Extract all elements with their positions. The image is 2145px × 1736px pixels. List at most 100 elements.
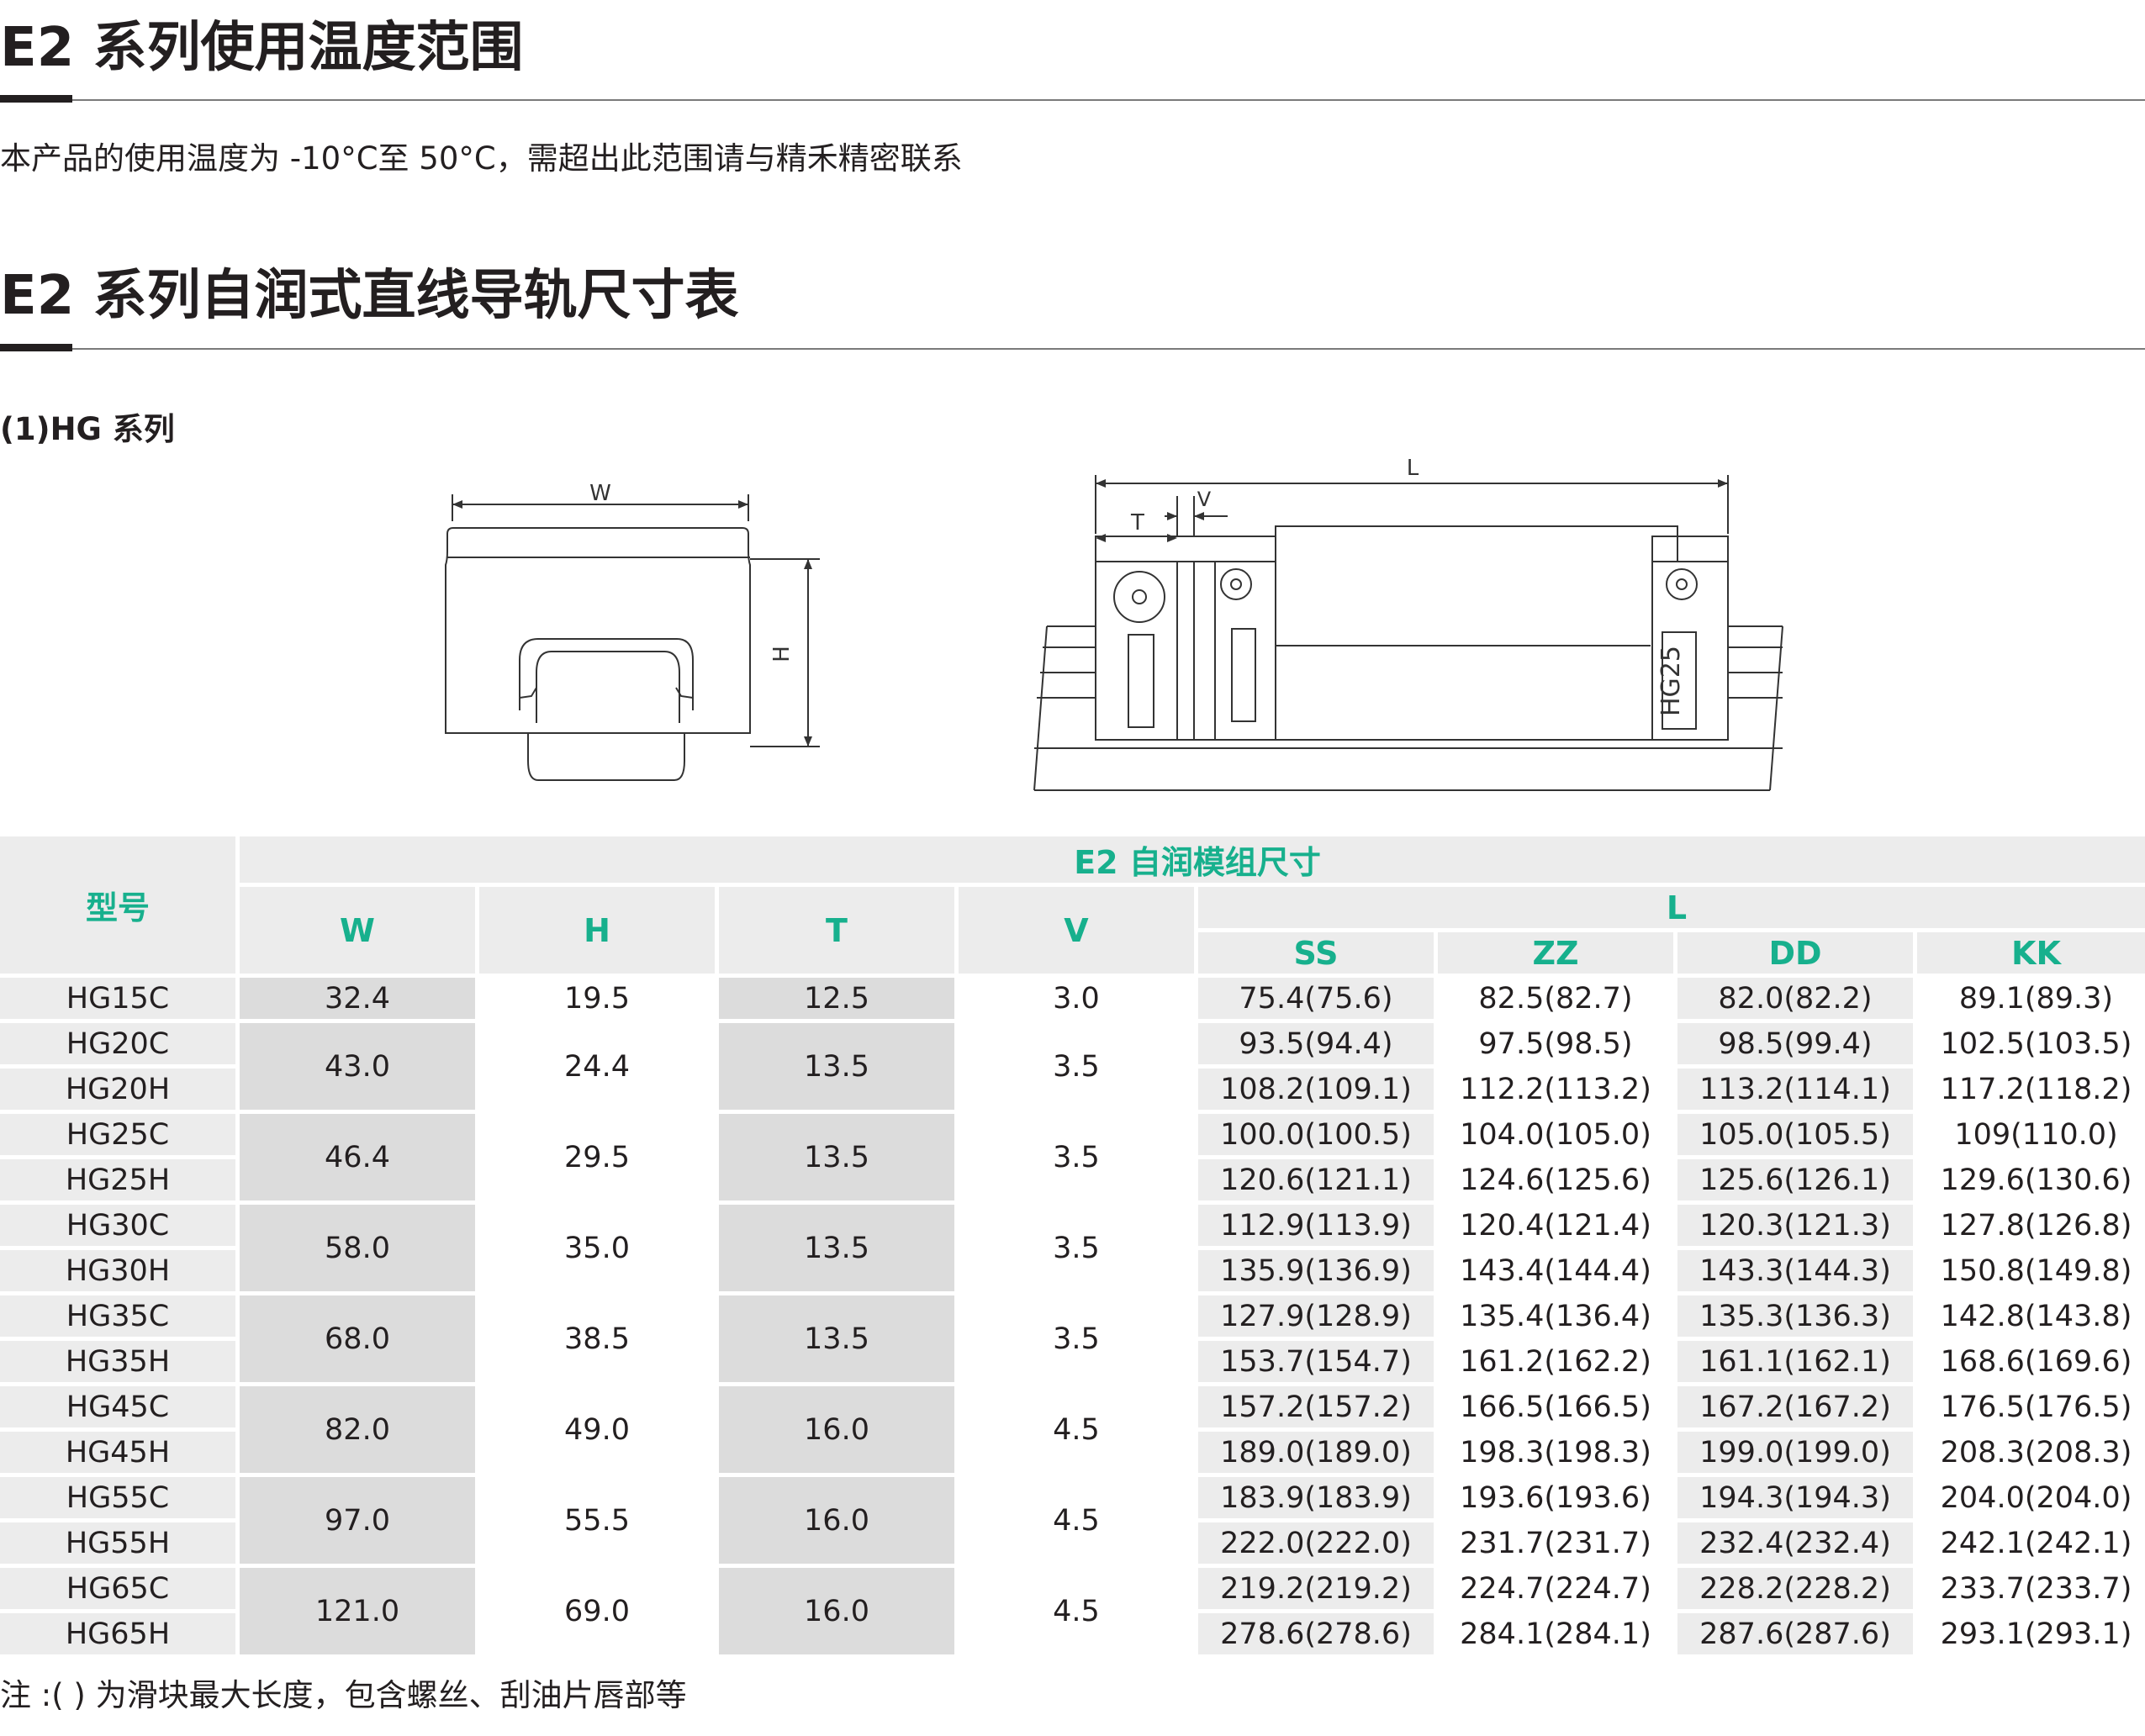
cell-l-kk: 127.8(126.8) <box>1940 1208 2132 1243</box>
model-cell: HG30C <box>0 1205 235 1246</box>
cell-v: 3.5 <box>1053 1322 1100 1356</box>
cell-l-ss: 135.9(136.9) <box>1198 1250 1434 1291</box>
header-l-ss: SS <box>1198 932 1434 974</box>
cell-w: 32.4 <box>240 978 475 1019</box>
model-cell: HG30H <box>0 1250 235 1291</box>
cell-l-kk: 109(110.0) <box>1954 1117 2118 1152</box>
cell-h: 29.5 <box>564 1140 630 1174</box>
cell-v: 4.5 <box>1053 1412 1100 1447</box>
cell-l-dd: 161.1(162.1) <box>1677 1341 1913 1382</box>
header-l-kk: KK <box>1917 932 2145 974</box>
cell-t: 16.0 <box>719 1477 954 1564</box>
series-subtitle: (1)HG 系列 <box>0 411 175 447</box>
cell-l-dd: 120.3(121.3) <box>1677 1205 1913 1246</box>
cell-l-ss: 222.0(222.0) <box>1198 1522 1434 1564</box>
cell-t: 12.5 <box>719 978 954 1019</box>
cell-v: 4.5 <box>1053 1594 1100 1628</box>
cell-h: 38.5 <box>564 1322 630 1356</box>
cell-l-ss: 75.4(75.6) <box>1198 978 1434 1019</box>
model-cell: HG25C <box>0 1114 235 1155</box>
cell-l-kk: 208.3(208.3) <box>1940 1435 2132 1470</box>
cell-h: 55.5 <box>564 1503 630 1538</box>
cell-h: 69.0 <box>564 1594 630 1628</box>
cell-w: 43.0 <box>240 1023 475 1110</box>
section-divider-accent <box>0 344 72 351</box>
cell-l-ss: 112.9(113.9) <box>1198 1205 1434 1246</box>
model-cell: HG55C <box>0 1477 235 1518</box>
cell-v: 3.5 <box>1053 1049 1100 1084</box>
model-cell: HG65H <box>0 1613 235 1654</box>
width-label: W <box>589 481 611 506</box>
section-divider <box>0 99 2145 101</box>
t-label: T <box>1130 510 1144 536</box>
header-w: W <box>240 887 475 974</box>
cell-l-zz: 166.5(166.5) <box>1460 1390 1651 1424</box>
cell-l-zz: 193.6(193.6) <box>1460 1480 1651 1515</box>
cell-l-dd: 105.0(105.5) <box>1677 1114 1913 1155</box>
cell-l-zz: 198.3(198.3) <box>1460 1435 1651 1470</box>
cell-v: 4.5 <box>1053 1503 1100 1538</box>
cell-l-zz: 284.1(284.1) <box>1460 1617 1651 1651</box>
cell-l-zz: 231.7(231.7) <box>1460 1526 1651 1560</box>
dimension-table: 型号 E2 自润模组尺寸 W H T V L SS ZZ DD KK HG15C… <box>0 832 2145 1659</box>
cell-t: 13.5 <box>719 1114 954 1200</box>
model-cell: HG20H <box>0 1069 235 1110</box>
cell-l-kk: 233.7(233.7) <box>1940 1571 2132 1606</box>
header-l: L <box>1198 887 2145 928</box>
cell-t: 13.5 <box>719 1295 954 1382</box>
length-label: L <box>1407 456 1419 481</box>
header-l-dd: DD <box>1677 932 1913 974</box>
cell-l-kk: 129.6(130.6) <box>1940 1163 2132 1197</box>
model-cell: HG20C <box>0 1023 235 1064</box>
model-cell: HG35H <box>0 1341 235 1382</box>
cell-l-ss: 189.0(189.0) <box>1198 1432 1434 1473</box>
cell-l-zz: 82.5(82.7) <box>1478 981 1633 1016</box>
cell-w: 58.0 <box>240 1205 475 1291</box>
cell-w: 68.0 <box>240 1295 475 1382</box>
cell-l-ss: 183.9(183.9) <box>1198 1477 1434 1518</box>
cell-l-kk: 102.5(103.5) <box>1940 1026 2132 1061</box>
cell-l-zz: 161.2(162.2) <box>1460 1344 1651 1379</box>
cell-l-dd: 113.2(114.1) <box>1677 1069 1913 1110</box>
cell-l-kk: 89.1(89.3) <box>1958 981 2114 1016</box>
model-cell: HG65C <box>0 1568 235 1609</box>
cell-l-ss: 153.7(154.7) <box>1198 1341 1434 1382</box>
cell-l-kk: 142.8(143.8) <box>1940 1299 2132 1333</box>
cell-l-ss: 93.5(94.4) <box>1198 1023 1434 1064</box>
section-title-dimensions: E2 系列自润式直线导轨尺寸表 <box>0 265 739 327</box>
cell-l-dd: 98.5(99.4) <box>1677 1023 1913 1064</box>
cell-l-kk: 150.8(149.8) <box>1940 1253 2132 1288</box>
cell-h: 24.4 <box>564 1049 630 1084</box>
cell-w: 82.0 <box>240 1386 475 1473</box>
cell-l-dd: 135.3(136.3) <box>1677 1295 1913 1337</box>
model-cell: HG55H <box>0 1522 235 1564</box>
cell-t: 13.5 <box>719 1023 954 1110</box>
cell-h: 35.0 <box>564 1231 630 1265</box>
cell-l-zz: 112.2(113.2) <box>1460 1072 1651 1106</box>
cell-l-ss: 278.6(278.6) <box>1198 1613 1434 1654</box>
cell-l-ss: 100.0(100.5) <box>1198 1114 1434 1155</box>
cell-v: 3.5 <box>1053 1231 1100 1265</box>
header-t: T <box>719 887 954 974</box>
cell-l-ss: 219.2(219.2) <box>1198 1568 1434 1609</box>
cell-l-kk: 176.5(176.5) <box>1940 1390 2132 1424</box>
section-title-temperature: E2 系列使用温度范围 <box>0 17 524 79</box>
cell-l-dd: 82.0(82.2) <box>1677 978 1913 1019</box>
cell-l-zz: 124.6(125.6) <box>1460 1163 1651 1197</box>
cell-l-ss: 127.9(128.9) <box>1198 1295 1434 1337</box>
temperature-text: 本产品的使用温度为 -10°C至 50°C，需超出此范围请与精禾精密联系 <box>0 140 963 177</box>
cell-l-zz: 135.4(136.4) <box>1460 1299 1651 1333</box>
cell-t: 16.0 <box>719 1386 954 1473</box>
footnote: 注 :( ) 为滑块最大长度，包含螺丝、刮油片唇部等 <box>0 1677 687 1713</box>
